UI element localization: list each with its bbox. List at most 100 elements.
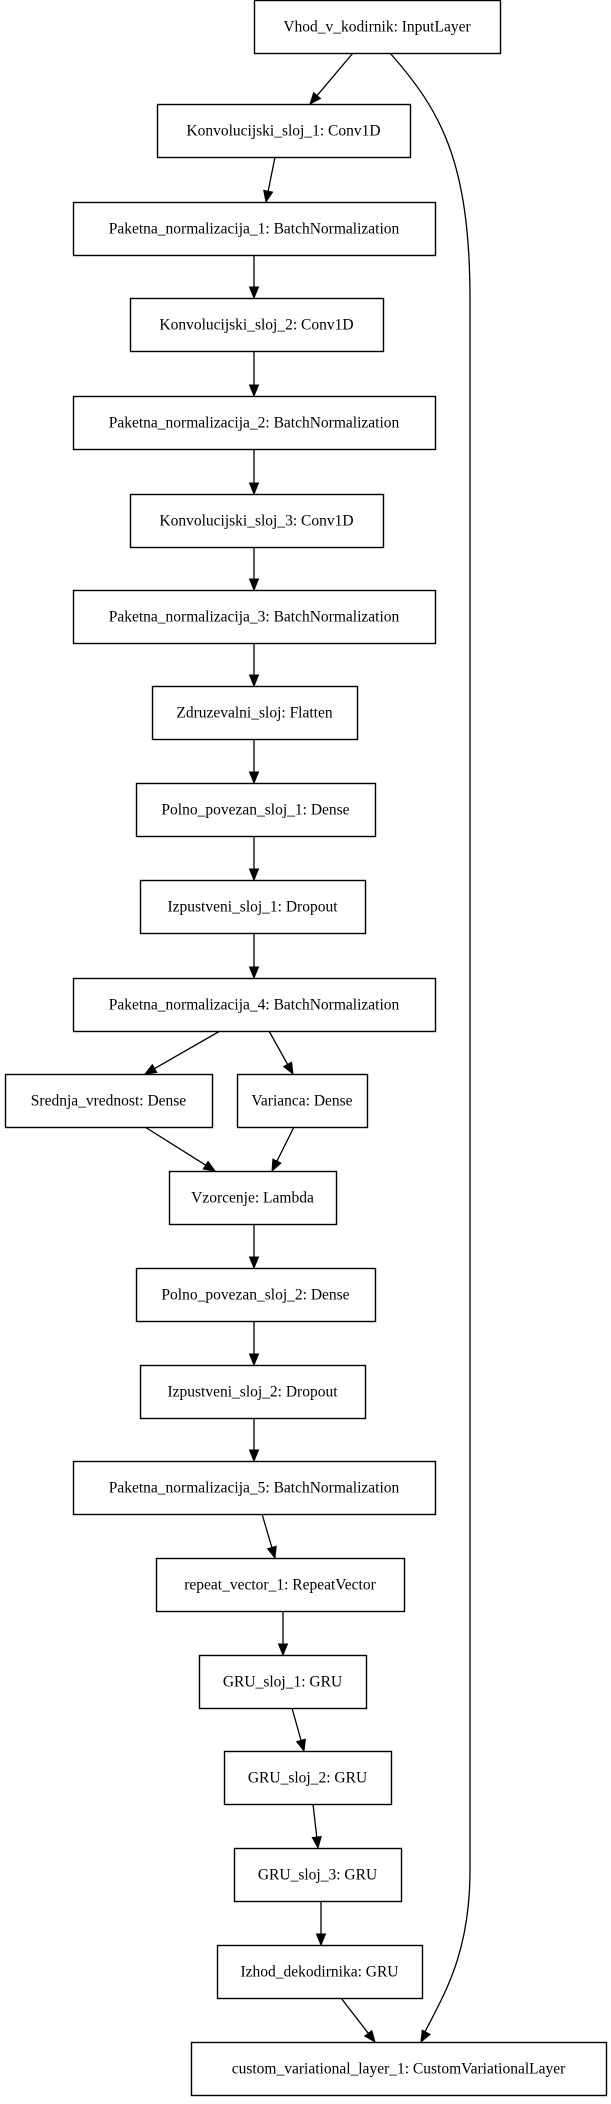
edge-line (312, 1803, 318, 1839)
edge-n3-n4 (248, 255, 260, 300)
edge-n5-n6 (248, 449, 260, 496)
layer-node: Vzorcenje: Lambda (168, 1170, 338, 1226)
edge-n8-n9 (248, 739, 260, 785)
layer-node: Paketna_normalizacija_4: BatchNormalizat… (72, 977, 437, 1033)
arrowhead-icon (248, 482, 260, 496)
edge-n1-n2 (309, 52, 354, 106)
edge-n1-n23 (389, 52, 471, 2044)
layer-node: Polno_povezan_sloj_2: Dense (135, 1267, 377, 1323)
layer-node-label: Zdruzevalni_sloj: Flatten (176, 705, 333, 722)
arrowhead-icon (420, 2029, 432, 2044)
edge-n2-n3 (263, 156, 276, 204)
arrowhead-icon (248, 1449, 260, 1463)
layer-node-label: GRU_sloj_2: GRU (248, 1770, 367, 1787)
layer-node-label: Konvolucijski_sloj_2: Conv1D (159, 317, 353, 334)
layer-node-label: GRU_sloj_3: GRU (258, 1867, 377, 1884)
arrowhead-icon (309, 91, 322, 106)
arrowhead-icon (202, 1160, 217, 1172)
arrowhead-icon (263, 189, 274, 204)
arrowhead-icon (282, 1061, 294, 1076)
edge-line (144, 1126, 207, 1167)
edge-n10-n11 (248, 933, 260, 980)
layer-node: Izpustveni_sloj_1: Dropout (139, 879, 367, 935)
arrowhead-icon (143, 1063, 158, 1075)
layer-node-box (72, 395, 437, 451)
edge-n12-n14 (144, 1126, 217, 1172)
edge-n7-n8 (248, 643, 260, 688)
arrowhead-icon (248, 674, 260, 688)
layer-node: Vhod_v_kodirnik: InputLayer (253, 0, 502, 55)
layer-node-box (236, 1073, 369, 1129)
layer-node-label: Izpustveni_sloj_2: Dropout (167, 1384, 338, 1401)
layer-node-box (216, 1944, 424, 2000)
layer-node-box (223, 1750, 393, 1806)
arrowhead-icon (248, 286, 260, 300)
layer-node-box (72, 589, 437, 645)
layer-node: custom_variational_layer_1: CustomVariat… (190, 2041, 608, 2097)
layer-node: Paketna_normalizacija_2: BatchNormalizat… (72, 395, 437, 451)
layer-node-box (139, 879, 367, 935)
arrowhead-icon (295, 1738, 306, 1753)
layer-node-box (168, 1170, 338, 1226)
edge-n20-n21 (311, 1803, 322, 1850)
layer-node: Paketna_normalizacija_5: BatchNormalizat… (72, 1460, 437, 1516)
layer-node: Paketna_normalizacija_1: BatchNormalizat… (72, 201, 437, 257)
layer-node-box (233, 1847, 403, 1903)
layer-node-box (190, 2041, 608, 2097)
layer-node-label: Polno_povezan_sloj_2: Dense (161, 1287, 349, 1304)
layer-node: Izhod_dekodirnika: GRU (216, 1944, 424, 2000)
edge-n18-n19 (277, 1611, 289, 1657)
edge-line (340, 1997, 370, 2035)
layer-node-label: Konvolucijski_sloj_3: Conv1D (159, 513, 353, 530)
layer-node: Zdruzevalni_sloj: Flatten (151, 685, 359, 741)
layer-node: Konvolucijski_sloj_3: Conv1D (129, 493, 385, 549)
layer-node-box (139, 1364, 367, 1420)
arrowhead-icon (248, 1353, 260, 1367)
arrowhead-icon (248, 1256, 260, 1270)
edge-line (268, 1030, 289, 1066)
arrowhead-icon (315, 1933, 327, 1947)
layer-node-label: Srednja_vrednost: Dense (31, 1093, 187, 1110)
arrowhead-icon (363, 2029, 376, 2044)
layer-node-label: Paketna_normalizacija_5: BatchNormalizat… (109, 1480, 400, 1497)
layer-node: repeat_vector_1: RepeatVector (155, 1557, 406, 1613)
layer-node: GRU_sloj_1: GRU (198, 1654, 368, 1710)
layer-node: Varianca: Dense (236, 1073, 369, 1129)
edge-line (291, 1707, 302, 1742)
arrowhead-icon (277, 1643, 289, 1657)
arrowhead-icon (248, 384, 260, 398)
edge-line (153, 1030, 221, 1070)
arrowhead-icon (266, 1545, 277, 1560)
layer-node-box (156, 103, 412, 159)
layer-node: Konvolucijski_sloj_1: Conv1D (156, 103, 412, 159)
layer-node-box (253, 0, 502, 55)
layer-node-label: Paketna_normalizacija_2: BatchNormalizat… (109, 415, 400, 432)
edge-n15-n16 (248, 1321, 260, 1367)
edge-line (267, 156, 276, 193)
edge-n4-n5 (248, 351, 260, 398)
edge-n11-n12 (143, 1030, 221, 1075)
layer-node-box (72, 1460, 437, 1516)
arrowhead-icon (271, 1158, 282, 1173)
arrowhead-icon (248, 868, 260, 882)
nodes-layer: Vhod_v_kodirnik: InputLayerKonvolucijski… (4, 0, 608, 2097)
layer-node-label: GRU_sloj_1: GRU (223, 1674, 342, 1691)
layer-node-label: Varianca: Dense (251, 1093, 352, 1110)
layer-node-label: Izpustveni_sloj_1: Dropout (167, 899, 338, 916)
layer-node-label: Paketna_normalizacija_1: BatchNormalizat… (109, 221, 400, 238)
layer-node-label: Izhod_dekodirnika: GRU (241, 1964, 399, 1981)
layer-node-box (155, 1557, 406, 1613)
arrowhead-icon (248, 578, 260, 592)
layer-node: Srednja_vrednost: Dense (4, 1073, 214, 1129)
layer-node: Polno_povezan_sloj_1: Dense (135, 782, 377, 838)
layer-node-box (4, 1073, 214, 1129)
layer-node-label: repeat_vector_1: RepeatVector (184, 1577, 376, 1594)
edge-n11-n13 (268, 1030, 294, 1076)
layer-node: Paketna_normalizacija_3: BatchNormalizat… (72, 589, 437, 645)
edge-n19-n20 (291, 1707, 306, 1753)
arrowhead-icon (248, 771, 260, 785)
layer-node-label: Vhod_v_kodirnik: InputLayer (283, 19, 471, 36)
arrowhead-icon (248, 966, 260, 980)
edge-n17-n18 (261, 1513, 277, 1560)
